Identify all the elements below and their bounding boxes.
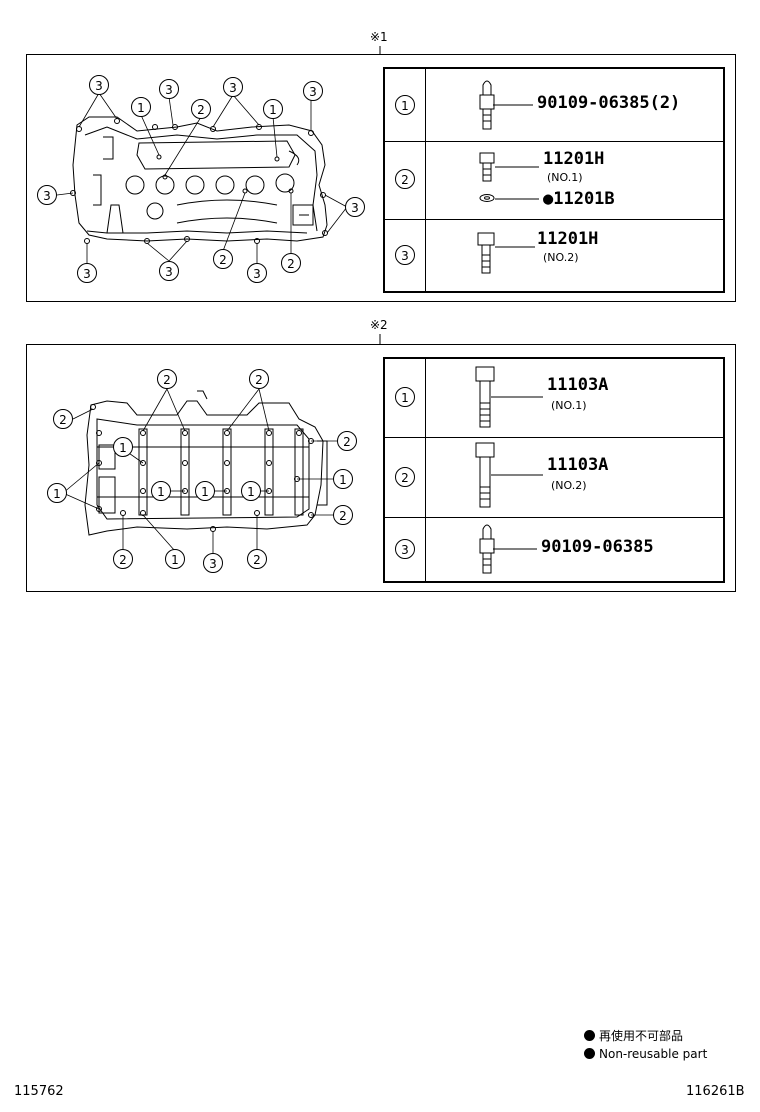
legend-non-reusable-en: Non-reusable part [584, 1047, 707, 1061]
legend-text-jp: 再使用不可部品 [599, 1029, 684, 1043]
leader-line [495, 246, 535, 248]
legend-text-en: Non-reusable part [599, 1047, 708, 1061]
part-code: 11103A [547, 375, 609, 395]
callout-bolt-3: 3 [37, 185, 57, 205]
table-row: 1 90109-06385(2) [385, 69, 723, 142]
bolt-icon [479, 152, 495, 182]
section-2-parts-table: 1 11103A (NO.1) 2 [383, 357, 725, 583]
callout-bolt-1: 1 [131, 97, 151, 117]
footer-left-code: 115762 [14, 1084, 64, 1099]
section-1-panel: 3 3 3 3 1 2 1 3 3 3 3 2 3 2 1 90109-0638… [26, 54, 736, 302]
table-divider [425, 69, 426, 291]
callout-bolt-2: 2 [247, 549, 267, 569]
table-divider [425, 359, 426, 581]
callout-bolt-3: 3 [345, 197, 365, 217]
callout-bolt-1: 1 [241, 481, 261, 501]
leader-line [491, 474, 543, 476]
callout-bolt-3: 3 [159, 79, 179, 99]
row-number: 1 [395, 387, 415, 407]
leader-line [493, 548, 537, 550]
callout-bolt-2: 2 [333, 505, 353, 525]
callout-bolt-1: 1 [165, 549, 185, 569]
section-1-marker: ※1 [370, 30, 388, 44]
callout-bolt-1: 1 [113, 437, 133, 457]
callout-bolt-2: 2 [281, 253, 301, 273]
part-variant: (NO.1) [551, 399, 587, 412]
callout-bolt-1: 1 [263, 99, 283, 119]
row-number: 2 [395, 169, 415, 189]
callout-bolt-3: 3 [77, 263, 97, 283]
table-row: 2 11201H (NO.1) ●11201B [385, 141, 723, 220]
bolt-icon [475, 366, 495, 428]
bolt-icon [479, 80, 495, 130]
bolt-icon [477, 232, 495, 274]
part-code: 90109-06385 [541, 537, 654, 557]
table-row: 2 11103A (NO.2) [385, 437, 723, 518]
leader-line [495, 198, 539, 200]
callout-bolt-1: 1 [151, 481, 171, 501]
callout-bolt-1: 1 [333, 469, 353, 489]
row-number: 2 [395, 467, 415, 487]
row-number: 3 [395, 245, 415, 265]
callout-bolt-2: 2 [249, 369, 269, 389]
non-reusable-dot-icon [584, 1030, 595, 1041]
part-code-non-reusable: ●11201B [543, 189, 615, 209]
part-code: 11201H [543, 149, 605, 169]
part-code: 11201H [537, 229, 599, 249]
non-reusable-dot-icon [584, 1048, 595, 1059]
callout-bolt-2: 2 [191, 99, 211, 119]
row-number: 3 [395, 539, 415, 559]
leader-line [493, 104, 533, 106]
part-variant: (NO.2) [551, 479, 587, 492]
callout-bolt-1: 1 [195, 481, 215, 501]
part-variant: (NO.1) [547, 171, 583, 184]
callout-bolt-2: 2 [213, 249, 233, 269]
callout-bolt-3: 3 [89, 75, 109, 95]
callout-bolt-3: 3 [247, 263, 267, 283]
callout-bolt-3: 3 [223, 77, 243, 97]
part-code: 90109-06385(2) [537, 93, 681, 113]
table-row: 3 11201H (NO.2) [385, 219, 723, 291]
callout-bolt-3: 3 [159, 261, 179, 281]
section-1-parts-table: 1 90109-06385(2) 2 [383, 67, 725, 293]
table-row: 3 90109-06385 [385, 517, 723, 581]
leader-line [495, 166, 539, 168]
callout-bolt-2: 2 [337, 431, 357, 451]
bolt-icon [475, 442, 495, 508]
table-row: 1 11103A (NO.1) [385, 359, 723, 438]
callout-bolt-3: 3 [203, 553, 223, 573]
callout-bolt-3: 3 [303, 81, 323, 101]
cylinder-head-cover-drawing [56, 92, 348, 267]
callout-bolt-2: 2 [157, 369, 177, 389]
section-2-marker: ※2 [370, 318, 388, 332]
legend-non-reusable-jp: 再使用不可部品 [584, 1027, 683, 1044]
row-number: 1 [395, 95, 415, 115]
callout-bolt-1: 1 [47, 483, 67, 503]
gasket-icon [479, 194, 495, 202]
bolt-icon [479, 524, 495, 574]
part-variant: (NO.2) [543, 251, 579, 264]
footer-right-code: 116261B [686, 1084, 745, 1099]
part-code: 11103A [547, 455, 609, 475]
camshaft-housing-drawing [62, 388, 337, 555]
section-2-panel: 2 2 2 2 1 1 2 1 3 2 1 1 1 1 2 1 [26, 344, 736, 592]
leader-line [491, 396, 543, 398]
callout-bolt-2: 2 [113, 549, 133, 569]
callout-bolt-2: 2 [53, 409, 73, 429]
